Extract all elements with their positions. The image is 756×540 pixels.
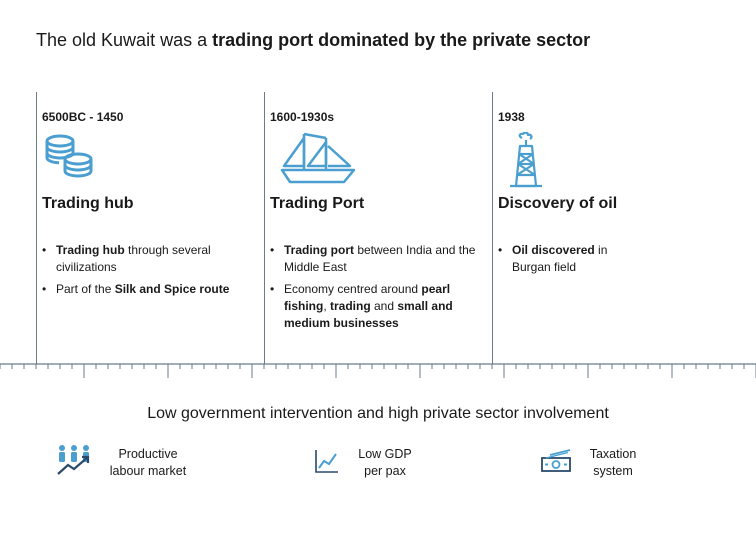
list-item: Oil discovered in Burgan field <box>498 242 638 276</box>
bullet-list: Trading port between India and the Middl… <box>270 242 495 337</box>
timeline-divider <box>492 92 493 364</box>
oil-derrick-icon <box>506 131 546 193</box>
column-heading: Discovery of oil <box>498 195 618 212</box>
timeline-divider <box>36 92 37 364</box>
sailing-ship-icon <box>278 132 358 189</box>
timeline-divider <box>264 92 265 364</box>
list-item: Trading hub through several civilization… <box>42 242 267 276</box>
list-item: Trading port between India and the Middl… <box>270 242 495 276</box>
bullet-list: Oil discovered in Burgan field <box>498 242 638 281</box>
section-subtitle: Low government intervention and high pri… <box>147 405 609 422</box>
bullet-list: Trading hub through several civilization… <box>42 242 267 303</box>
page-title: The old Kuwait was a trading port domina… <box>36 30 591 50</box>
list-item: Part of the Silk and Spice route <box>42 281 267 298</box>
period-label: 1938 <box>498 110 525 124</box>
column-heading: Trading Port <box>270 195 365 212</box>
list-item: Economy centred around pearl fishing, tr… <box>270 281 495 332</box>
coins-icon <box>42 132 98 187</box>
column-heading: Trading hub <box>42 195 134 212</box>
money-icon <box>540 448 572 479</box>
people-growth-icon <box>56 444 92 481</box>
period-label: 1600-1930s <box>270 110 335 124</box>
timeline-axis <box>0 363 756 378</box>
line-chart-icon <box>314 448 340 479</box>
period-label: 6500BC - 1450 <box>42 110 124 124</box>
